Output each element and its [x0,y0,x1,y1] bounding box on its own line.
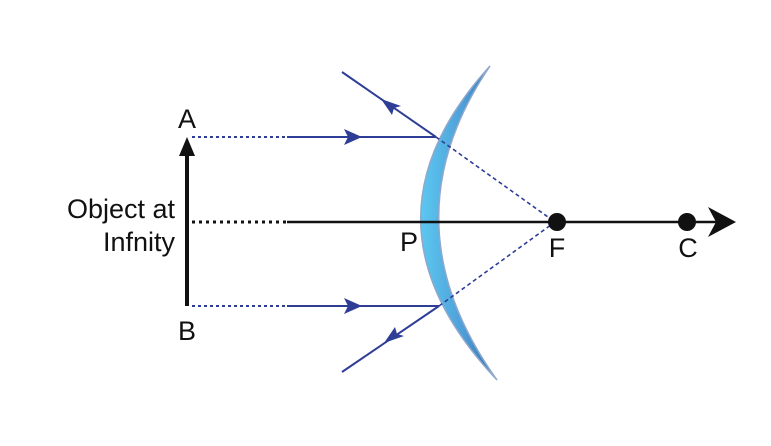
center-point [678,213,696,231]
object-label-line2: Infnity [103,227,176,257]
upper-virtual-ray [435,136,556,223]
label-b: B [178,316,196,346]
upper-incident-arrowhead [344,129,362,145]
label-f: F [549,233,566,263]
object-arrowhead [179,137,195,156]
convex-mirror [420,65,498,381]
label-p: P [400,227,418,257]
lower-virtual-ray [438,221,556,307]
principal-axis-arrowhead [708,207,736,237]
label-a: A [178,104,196,134]
focus-point [548,213,566,231]
lower-reflected-arrowhead [384,327,404,343]
object-label-line1: Object at [67,194,176,224]
upper-reflected-arrowhead [381,99,401,115]
lower-incident-arrowhead [344,298,362,314]
label-c: C [678,233,698,263]
